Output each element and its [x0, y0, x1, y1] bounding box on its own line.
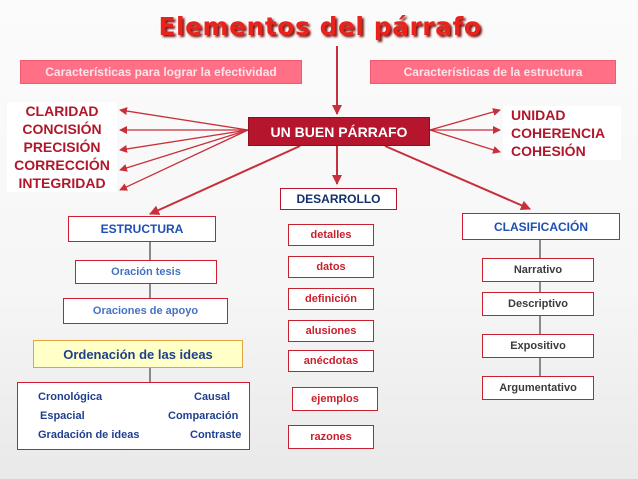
ordenacion-item: Contraste: [190, 429, 242, 441]
clasificacion-item: Expositivo: [482, 334, 594, 358]
desarrollo-item: ejemplos: [292, 387, 378, 411]
left-qualities-list: CLARIDAD CONCISIÓN PRECISIÓN CORRECCIÓN …: [7, 102, 117, 192]
arrow-right-1: [429, 108, 501, 131]
estructura-item: Oraciones de apoyo: [63, 298, 228, 324]
clasificacion-node: CLASIFICACIÓN: [462, 213, 620, 240]
arrow-left-4: [119, 129, 249, 172]
right-qualities-list: UNIDAD COHERENCIA COHESIÓN: [503, 106, 621, 160]
arrow-left-1: [119, 107, 249, 131]
estructura-node: ESTRUCTURA: [68, 216, 216, 242]
desarrollo-item: detalles: [288, 224, 374, 246]
ordenacion-node: Ordenación de las ideas: [33, 340, 243, 368]
desarrollo-node: DESARROLLO: [280, 188, 397, 210]
ordenacion-item: Comparación: [168, 410, 239, 422]
ordenacion-item: Espacial: [40, 410, 85, 422]
diagram-title: Elementos del párrafo: [158, 12, 482, 41]
ordenacion-list: Cronológica Causal Espacial Comparación …: [17, 382, 250, 450]
arrow-right-3: [429, 129, 501, 154]
structure-quality-item: UNIDAD: [511, 107, 566, 123]
desarrollo-item: anécdotas: [288, 350, 374, 372]
structure-quality-item: COHESIÓN: [511, 143, 586, 159]
arrow-estructura: [149, 145, 301, 215]
quality-item: CONCISIÓN: [22, 121, 102, 137]
desarrollo-item: razones: [288, 425, 374, 449]
left-header: Características para lograr la efectivid…: [20, 60, 302, 84]
right-header: Características de la estructura: [370, 60, 616, 84]
center-node: UN BUEN PÁRRAFO: [248, 117, 430, 146]
quality-item: CLARIDAD: [25, 103, 99, 119]
structure-quality-item: COHERENCIA: [511, 125, 606, 141]
desarrollo-item: datos: [288, 256, 374, 278]
quality-item: INTEGRIDAD: [18, 175, 106, 191]
ordenacion-item: Causal: [194, 391, 231, 403]
clasificacion-item: Narrativo: [482, 258, 594, 282]
ordenacion-item: Gradación de ideas: [38, 429, 140, 441]
ordenacion-item: Cronológica: [38, 391, 103, 403]
desarrollo-item: definición: [288, 288, 374, 310]
quality-item: PRECISIÓN: [23, 139, 101, 155]
clasificacion-item: Argumentativo: [482, 376, 594, 400]
desarrollo-item: alusiones: [288, 320, 374, 342]
clasificacion-item: Descriptivo: [482, 292, 594, 316]
estructura-item: Oración tesis: [75, 260, 217, 284]
arrow-left-3: [119, 129, 249, 153]
arrow-clasificacion: [384, 145, 531, 210]
arrow-left-5: [119, 129, 249, 191]
quality-item: CORRECCIÓN: [14, 157, 110, 173]
